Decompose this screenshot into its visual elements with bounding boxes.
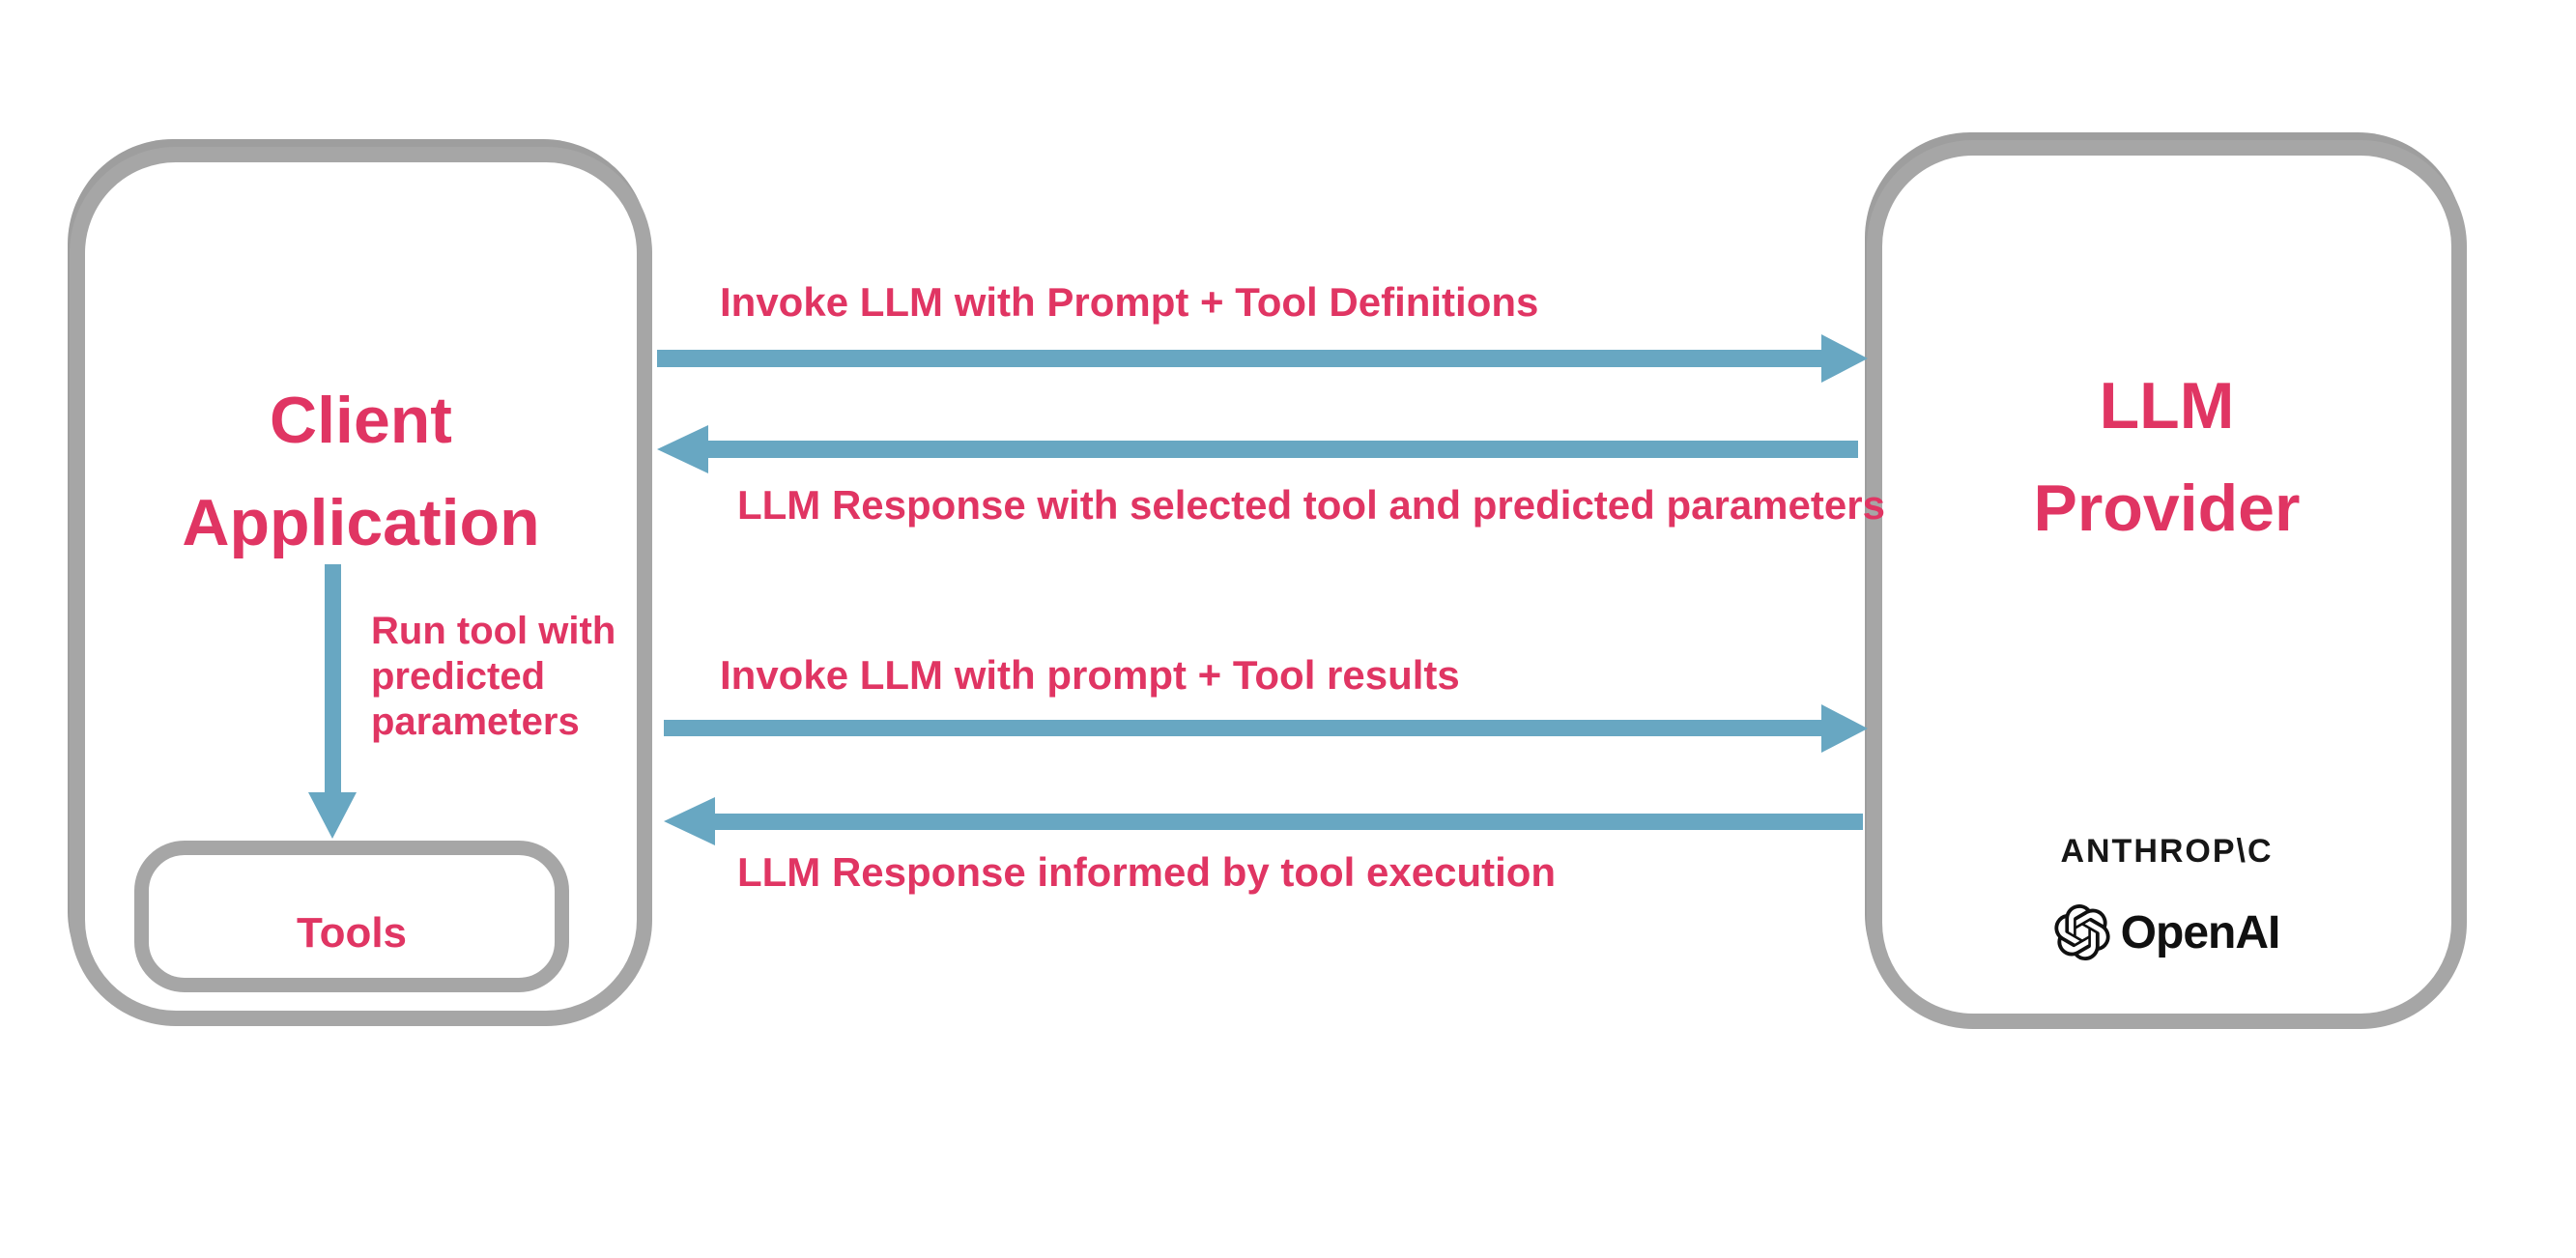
llm-title-line1: LLM <box>2099 369 2235 443</box>
run-tool-note: Run tool with predicted parameters <box>371 610 616 743</box>
openai-logo: OpenAI <box>1867 897 2467 968</box>
flow-label-response-informed: LLM Response informed by tool execution <box>737 849 1557 895</box>
arrow-invoke-results-head <box>1821 704 1868 753</box>
arrow-response-selected-head <box>657 425 708 473</box>
llm-provider-title: LLM Provider <box>1867 355 2467 559</box>
client-title-line2: Application <box>182 486 540 559</box>
arrow-invoke-definitions-head <box>1821 334 1868 383</box>
client-application-title: Client Application <box>70 369 652 574</box>
arrow-invoke-definitions-shaft <box>657 350 1821 367</box>
arrow-invoke-results-shaft <box>664 720 1821 736</box>
client-title-line1: Client <box>270 384 452 457</box>
arrow-response-informed-head <box>664 797 715 845</box>
flow-label-invoke-results: Invoke LLM with prompt + Tool results <box>720 652 1460 698</box>
run-tool-arrow-shaft <box>325 564 341 792</box>
tools-box <box>134 841 569 992</box>
llm-provider-box <box>1867 140 2467 1029</box>
llm-title-line2: Provider <box>2033 472 2301 545</box>
openai-wordmark: OpenAI <box>2120 906 2281 958</box>
tools-label: Tools <box>296 909 408 957</box>
run-tool-arrow-head <box>308 792 357 839</box>
flow-label-invoke-definitions: Invoke LLM with Prompt + Tool Definition… <box>720 279 1539 325</box>
arrow-response-selected-shaft <box>708 441 1858 458</box>
arrow-response-informed-shaft <box>715 814 1863 830</box>
anthropic-wordmark: ANTHROP\C <box>2060 833 2274 870</box>
openai-icon <box>2054 904 2110 960</box>
flow-label-response-selected: LLM Response with selected tool and pred… <box>737 482 1885 528</box>
